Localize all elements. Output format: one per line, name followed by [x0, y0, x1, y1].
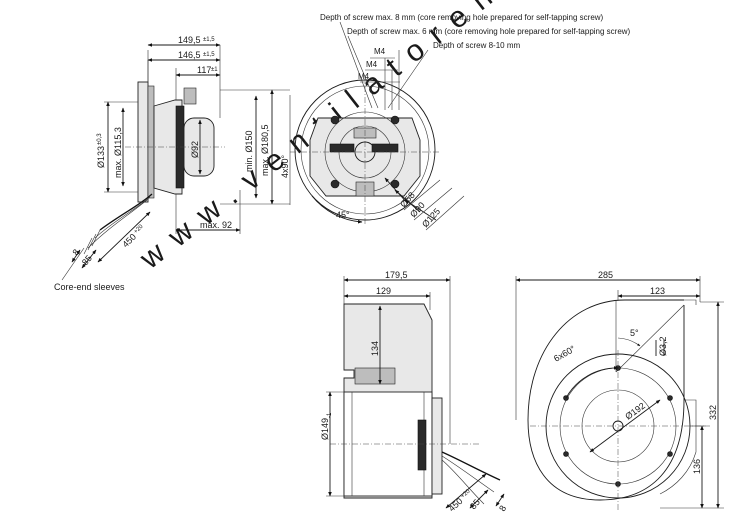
blower-side-view: 179,5 129 134 Ø149 -1 450 +20 85 8: [320, 270, 508, 513]
dim-85-blower: 85: [468, 497, 482, 511]
motor-flange-plate: [137, 81, 149, 203]
dim-92: Ø92: [190, 141, 200, 158]
flange-front-view: Depth of screw max. 8 mm (core removing …: [280, 13, 631, 231]
angle-5: 5°: [630, 328, 639, 338]
tol-133: ±0,3: [97, 133, 103, 145]
flange-terminal-right: [371, 143, 399, 153]
dim-134: 134: [370, 341, 380, 356]
dim-117: 117: [197, 65, 211, 75]
blower-motor-flange: [431, 397, 443, 495]
screw-depth-6-note: Depth of screw max. 6 mm (core removing …: [347, 27, 631, 36]
tol-149-5: ±1,5: [203, 37, 215, 43]
blower-motor-band: [417, 419, 427, 471]
flange-terminal-left: [329, 143, 355, 153]
thread-m4-b: M4: [366, 60, 378, 69]
dim-179-5: 179,5: [385, 270, 408, 280]
tol-450-motor: +20: [133, 223, 145, 235]
blower-inlet-ring: [354, 367, 396, 385]
motor-side-view: 149,5 ±1,5 146,5 ±1,5 117 ±1 Ø133 ±0,3 m…: [54, 35, 290, 292]
motor-flange-ring: [147, 85, 155, 199]
dim-146-5: 146,5: [178, 50, 201, 60]
screw-depth-8-note: Depth of screw max. 8 mm (core removing …: [320, 13, 604, 22]
blower-front-view: 285 123 332 136 Ø3,2 5° 6x60° Ø192: [515, 270, 724, 510]
tol-450-blower: +20: [460, 488, 472, 500]
dim-123: 123: [650, 286, 665, 296]
dim-8-blower: 8: [497, 504, 508, 513]
dim-8-motor: 8: [70, 247, 81, 257]
motor-rotor: [153, 99, 183, 195]
dim-149: Ø149: [320, 418, 330, 440]
screw-depth-8-10-note: Depth of screw 8-10 mm: [433, 41, 520, 50]
thread-m4-c: M4: [358, 72, 370, 81]
thread-m4-a: M4: [374, 47, 386, 56]
pattern-6x60: 6x60°: [552, 343, 577, 363]
motor-top-tab: [183, 87, 197, 105]
core-end-sleeves-label: Core-end sleeves: [54, 282, 125, 292]
dim-285: 285: [598, 270, 613, 280]
tol-149: -1: [327, 412, 333, 418]
dim-149-5: 149,5: [178, 35, 201, 45]
dim-85-motor: 85: [80, 253, 94, 267]
blower-scroll-housing: [527, 299, 685, 501]
dim-115-3: max. Ø115,3: [113, 127, 123, 178]
angle-45: 45°: [336, 210, 350, 220]
dim-332: 332: [708, 405, 718, 420]
dim-3-2: Ø3,2: [658, 336, 668, 356]
tol-117: ±1: [211, 67, 218, 73]
dim-150: min. Ø150: [244, 130, 254, 172]
tol-146-5: ±1,5: [203, 52, 215, 58]
motor-cable: [99, 193, 153, 231]
dim-max-92: max. 92: [200, 220, 232, 230]
dim-133: Ø133: [96, 146, 106, 168]
dim-136: 136: [692, 459, 702, 474]
dim-180-5: max. Ø180,5: [260, 124, 270, 176]
pattern-4x90: 4x90°: [280, 154, 290, 178]
dim-129: 129: [376, 286, 391, 296]
